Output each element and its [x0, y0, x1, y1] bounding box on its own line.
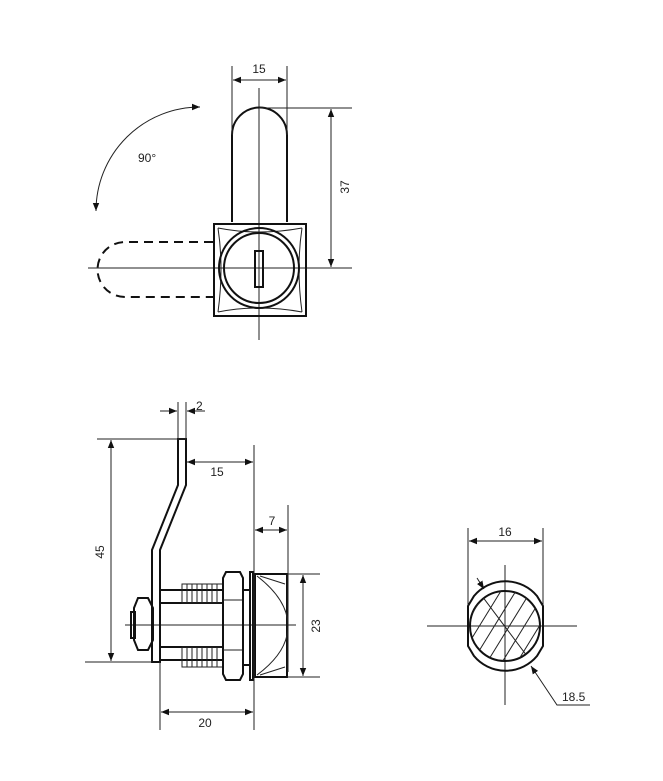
- cylinder-section-inner: [469, 590, 541, 662]
- lever-rotated-position: [96, 241, 213, 298]
- lever-width-label: 15: [252, 62, 266, 76]
- side-view: 2 45 15 7 23 20: [85, 399, 323, 730]
- head-diameter-label: 23: [309, 619, 323, 633]
- flat-width-label: 16: [498, 525, 512, 539]
- hex-nut: [222, 571, 244, 681]
- body-length-label: 20: [198, 716, 212, 730]
- section-view: 16 18.5: [427, 525, 590, 706]
- rotation-label: 90°: [138, 151, 156, 165]
- key-slot: [254, 250, 264, 288]
- washer: [242, 589, 251, 666]
- dim-diameter-leader: [530, 665, 590, 706]
- retaining-nut: [133, 597, 154, 651]
- lever-offset-label: 15: [210, 465, 224, 479]
- total-height-label: 45: [93, 545, 107, 559]
- cam-lever-side: [151, 438, 187, 663]
- cylinder-outer: [218, 227, 300, 309]
- front-view: 90° 15 37: [88, 62, 352, 340]
- lever-thickness-label: 2: [196, 399, 203, 413]
- head-depth-label: 7: [269, 514, 276, 528]
- cylinder-inner: [223, 232, 295, 304]
- panel-plate: [249, 571, 254, 681]
- diameter-label: 18.5: [562, 690, 586, 704]
- lever-length-label: 37: [338, 180, 352, 194]
- cylinder-section-outline: [467, 580, 544, 672]
- lock-face-square: [213, 223, 307, 317]
- section-hatching: [470, 591, 540, 661]
- rotation-arrow: [92, 103, 201, 212]
